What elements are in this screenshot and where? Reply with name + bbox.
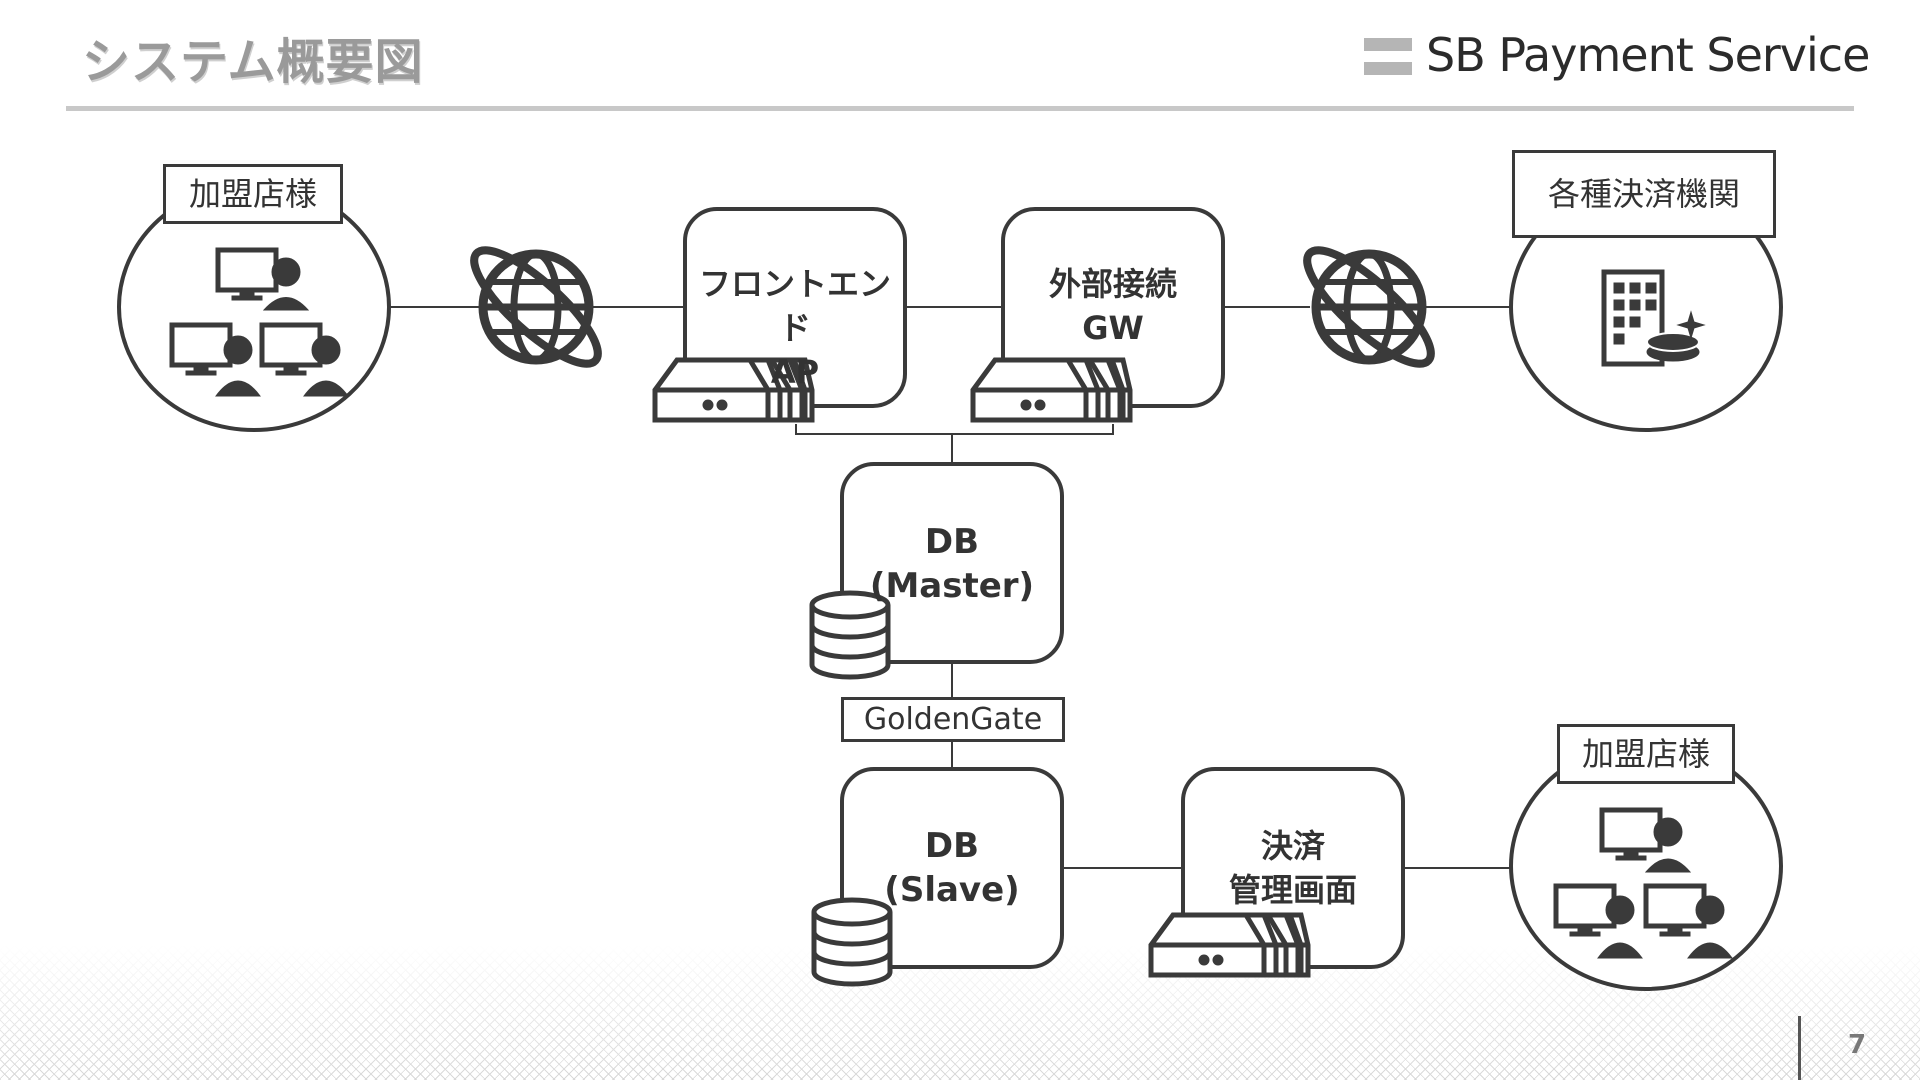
- database-icon-master: [809, 590, 891, 680]
- page-number-divider: [1798, 1016, 1801, 1080]
- title-divider: [66, 106, 1854, 111]
- link-servers-bus: [795, 424, 1114, 435]
- globe-icon-right: [1303, 246, 1435, 368]
- server-icon-gw: [970, 357, 1133, 423]
- merchant-users-icon-top: [169, 247, 349, 397]
- db-slave-label-line1: DB: [924, 826, 980, 866]
- db-slave-box: [840, 767, 1064, 969]
- company-logo-text: SB Payment Service: [1426, 28, 1870, 82]
- frontend-ap-label-line2: AP: [770, 353, 820, 391]
- frontend-ap-label: フロントエンド AP: [685, 262, 905, 394]
- database-icon-slave: [811, 897, 893, 987]
- page-number: 7: [1848, 1030, 1867, 1060]
- db-master-label: DB (Master): [842, 520, 1062, 608]
- external-gw-label-line2: GW: [1082, 309, 1144, 347]
- db-slave-label: DB (Slave): [842, 824, 1062, 912]
- globe-icon-left: [470, 246, 602, 368]
- db-master-label-line2: (Master): [869, 566, 1035, 606]
- db-master-label-line1: DB: [924, 522, 980, 562]
- logo-mark-icon: [1364, 38, 1412, 76]
- goldengate-tag: GoldenGate: [841, 697, 1065, 742]
- server-icon-frontend: [652, 357, 815, 423]
- external-gw-label-line1: 外部接続: [1048, 265, 1177, 303]
- merchant-bottom-tag: 加盟店様: [1557, 724, 1735, 784]
- bank-building-icon: [1601, 269, 1706, 367]
- payment-institutions-tag: 各種決済機関: [1512, 150, 1776, 238]
- payment-admin-label-line2: 管理画面: [1228, 871, 1357, 909]
- db-master-box: [840, 462, 1064, 664]
- merchant-top-tag: 加盟店様: [163, 164, 343, 224]
- frontend-ap-label-line1: フロントエンド: [698, 265, 891, 347]
- payment-admin-label-line1: 決済: [1260, 827, 1325, 865]
- merchant-users-icon-bottom: [1553, 807, 1733, 959]
- db-slave-label-line2: (Slave): [884, 870, 1020, 910]
- external-gw-label: 外部接続 GW: [1003, 262, 1223, 350]
- payment-admin-label: 決済 管理画面: [1183, 824, 1403, 912]
- page-title: システム概要図: [82, 34, 424, 90]
- server-icon-admin: [1148, 912, 1311, 978]
